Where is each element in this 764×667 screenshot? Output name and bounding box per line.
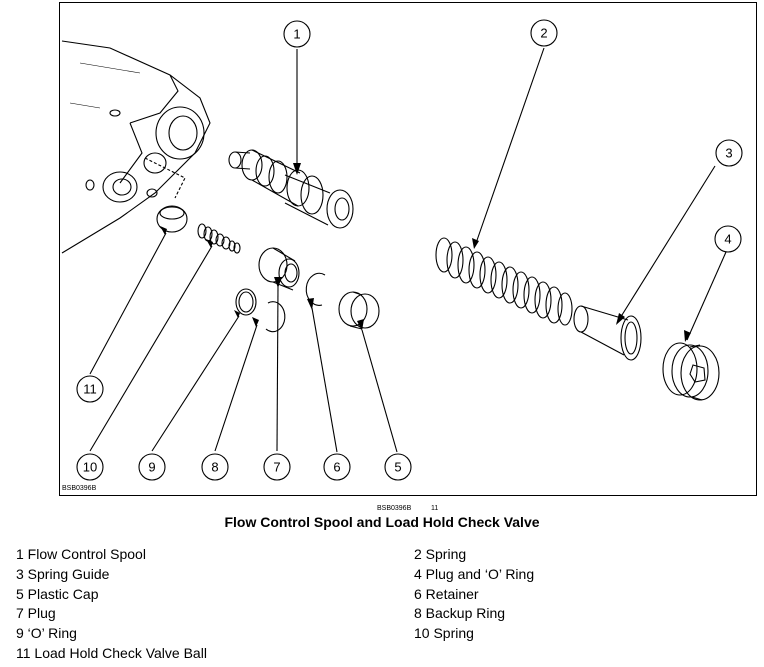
retainer	[305, 272, 326, 306]
callout-label-2: 2	[540, 26, 547, 41]
o-ring	[235, 288, 257, 316]
callout-label-5: 5	[394, 460, 401, 475]
callout-label-6: 6	[333, 460, 340, 475]
backup-ring	[265, 301, 286, 333]
large-spring	[435, 237, 573, 326]
callout-1	[283, 20, 311, 48]
callout-label-8: 8	[211, 460, 218, 475]
callout-label-4: 4	[724, 232, 731, 247]
callout-7	[263, 453, 291, 481]
flow-control-spool	[228, 149, 354, 229]
leader-lines	[89, 47, 727, 453]
spring-guide	[573, 305, 642, 361]
legend-item: 5 Plastic Cap	[16, 586, 99, 602]
plastic-cap	[338, 291, 380, 330]
legend-item: 4 Plug and ‘O’ Ring	[414, 566, 535, 582]
legend-item: 1 Flow Control Spool	[16, 546, 146, 562]
caption-title: Flow Control Spool and Load Hold Check V…	[224, 514, 540, 530]
plug-and-o-ring	[662, 342, 720, 401]
diagram-drawing: 1 2 3 4 5 6 7 8 9 10 11	[61, 19, 743, 481]
callout-4	[714, 225, 742, 253]
legend-item: 10 Spring	[414, 625, 474, 641]
caption-code: BSB0396B	[377, 505, 412, 512]
callout-labels: 1 2 3 4 5 6 7 8 9 10 11	[83, 26, 733, 475]
legend-item: 9 ‘O’ Ring	[16, 625, 77, 641]
callout-label-11: 11	[83, 382, 97, 397]
small-spring	[197, 223, 241, 254]
callout-label-1: 1	[293, 27, 300, 42]
callout-label-7: 7	[273, 460, 280, 475]
exploded-diagram: 1 2 3 4 5 6 7 8 9 10 11 BSB0396B	[59, 2, 757, 496]
legend-item: 3 Spring Guide	[16, 566, 110, 582]
callout-label-9: 9	[148, 460, 155, 475]
callout-9	[138, 453, 166, 481]
callouts	[76, 19, 743, 481]
callout-6	[323, 453, 351, 481]
legend-item: 2 Spring	[414, 546, 467, 562]
check-valve-ball	[156, 205, 188, 233]
callout-11	[76, 375, 104, 403]
legend-item: 11 Load Hold Check Valve Ball	[16, 645, 207, 661]
figure-code: BSB0396B	[62, 485, 97, 492]
callout-10	[76, 453, 104, 481]
callout-8	[201, 453, 229, 481]
callout-3	[715, 139, 743, 167]
caption-figure-number: 11	[431, 505, 439, 512]
callout-label-3: 3	[725, 146, 732, 161]
callout-5	[384, 453, 412, 481]
valve-body	[61, 40, 211, 254]
legend-item: 7 Plug	[16, 605, 56, 621]
arrowheads	[160, 163, 691, 342]
legend-item: 6 Retainer	[414, 586, 479, 602]
legend-item: 8 Backup Ring	[414, 605, 506, 621]
callout-2	[530, 19, 558, 47]
plug-7	[258, 247, 300, 291]
callout-label-10: 10	[83, 460, 97, 475]
